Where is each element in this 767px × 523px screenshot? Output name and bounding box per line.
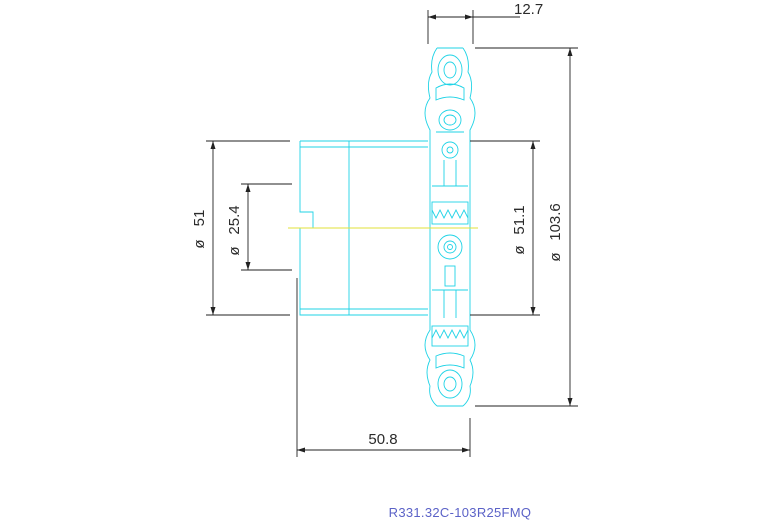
- dim-body-diameter-symbol: ø: [191, 239, 208, 248]
- center-pocket-inner: [443, 240, 457, 254]
- bottom-insert: [437, 369, 463, 399]
- dimension-top-width: 12.7: [427, 1, 543, 44]
- serration-upper-band: [431, 201, 469, 225]
- bottom-insert-seat: [435, 352, 465, 369]
- center-pocket-core: [447, 244, 453, 250]
- dim-total-height-label: 103.6: [547, 203, 564, 241]
- part-number: R331.32C-103R25FMQ: [389, 505, 532, 520]
- disc-profile-right: [462, 47, 476, 407]
- cutter-outline: [299, 47, 476, 407]
- top-insert: [437, 54, 463, 86]
- dimension-body-diameter: ø 51: [191, 140, 290, 316]
- dimension-bore-outer: ø 51.1: [470, 140, 540, 316]
- serration-lower: [431, 328, 469, 340]
- dimension-shank-diameter: ø 25.4: [226, 183, 292, 271]
- disc-profile-left: [424, 47, 438, 407]
- serration-upper: [431, 208, 469, 220]
- upper-pin-core: [446, 146, 454, 154]
- dimension-total-height: ø 103.6: [475, 47, 578, 407]
- dim-body-diameter-label: 51: [191, 210, 208, 227]
- serration-lower-band: [431, 325, 469, 347]
- dim-top-width-label: 12.7: [514, 1, 543, 18]
- dim-shank-diameter-symbol: ø: [226, 246, 243, 255]
- dim-total-height-symbol: ø: [547, 252, 564, 261]
- upper-screw-head: [443, 114, 457, 126]
- dim-shank-diameter-label: 25.4: [226, 205, 243, 234]
- upper-pin: [441, 141, 459, 159]
- top-insert-inner: [443, 61, 457, 79]
- top-insert-seat: [435, 83, 465, 101]
- upper-screw: [438, 109, 462, 131]
- center-pocket: [437, 234, 463, 260]
- lower-slot: [444, 265, 456, 287]
- bottom-insert-inner: [443, 376, 457, 392]
- dimension-body-length: 50.8: [296, 278, 471, 457]
- dim-body-length-label: 50.8: [368, 431, 397, 448]
- dim-bore-outer-symbol: ø: [511, 245, 528, 254]
- dim-bore-outer-label: 51.1: [511, 205, 528, 234]
